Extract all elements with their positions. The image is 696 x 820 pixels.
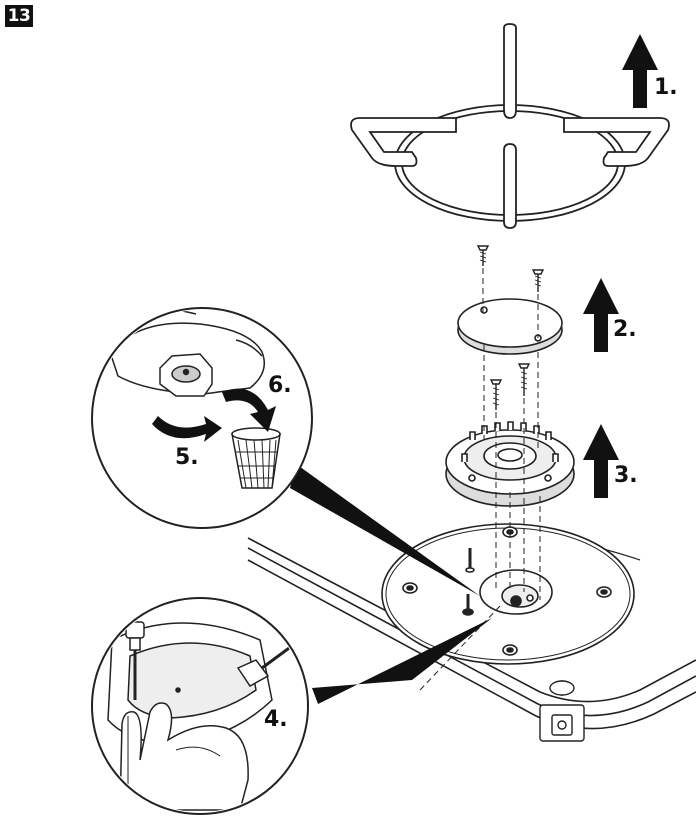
burner-crown <box>445 421 575 507</box>
rotate-arrow-5 <box>152 416 222 442</box>
arrow-up-3 <box>583 424 619 498</box>
step-6-label: 6. <box>268 373 292 398</box>
arrow-up-2 <box>583 278 619 352</box>
step-4-label: 4. <box>264 707 288 732</box>
hob-bracket <box>539 680 585 742</box>
pan-support <box>350 23 670 229</box>
injector-callout <box>91 307 313 529</box>
lift-arrows <box>583 34 658 498</box>
step-2-label: 2. <box>613 317 637 342</box>
figure-number-badge: 13 <box>5 5 33 27</box>
alignment-lines <box>419 268 541 691</box>
arrow-up-1 <box>622 34 658 108</box>
callout-pointers <box>290 464 492 704</box>
drop-arrow-6 <box>222 388 276 432</box>
step-3-label: 3. <box>614 463 638 488</box>
removal-callout <box>91 597 309 815</box>
burner-cap <box>457 298 563 355</box>
burner-base-plate <box>381 523 635 665</box>
crown-screws <box>489 363 531 410</box>
cap-screws <box>476 245 545 292</box>
step-5-label: 5. <box>175 445 199 470</box>
step-1-label: 1. <box>654 75 678 100</box>
